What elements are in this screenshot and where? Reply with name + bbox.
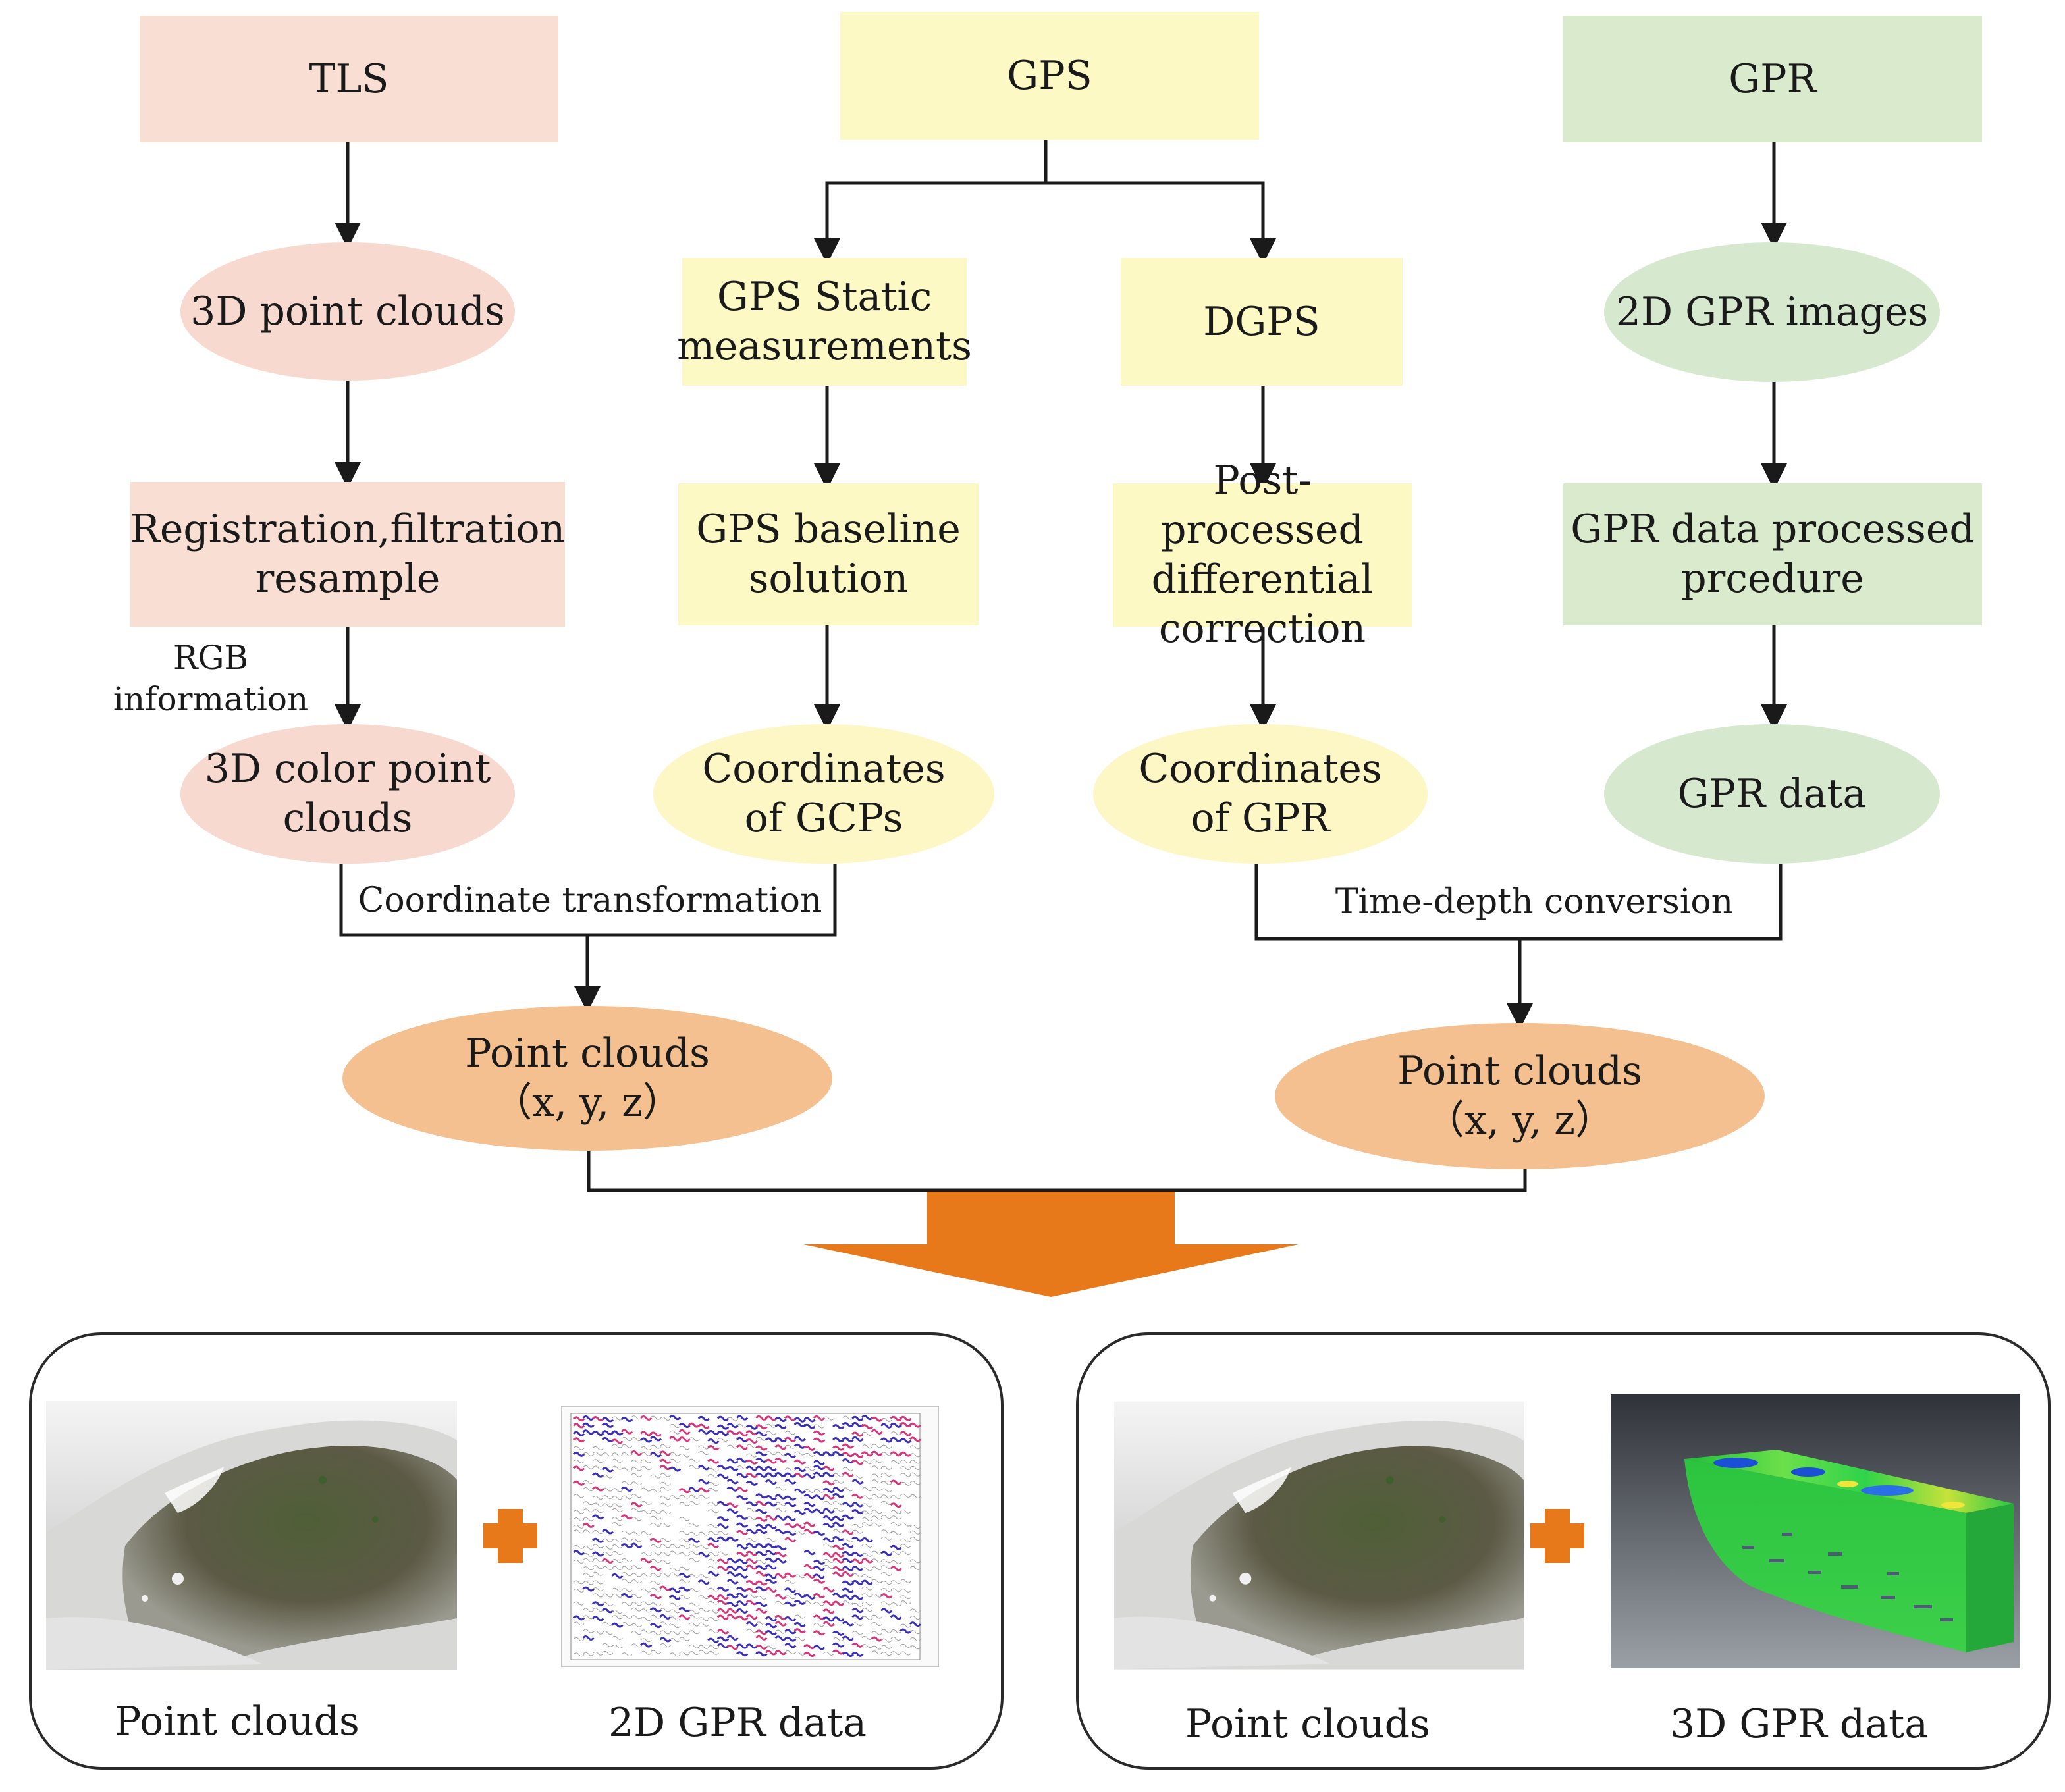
coordinate-transformation-label: Coordinate transformation bbox=[358, 881, 822, 920]
point-clouds-xyz-left: Point clouds （x, y, z） bbox=[342, 1006, 832, 1151]
point-clouds-xyz-right: Point clouds （x, y, z） bbox=[1275, 1023, 1765, 1169]
rgb-information-label: RGB information bbox=[113, 639, 309, 718]
point-cloud-render-thumbnail-right bbox=[1114, 1401, 1524, 1670]
time-depth-conversion-label: Time-depth conversion bbox=[1335, 882, 1734, 922]
dgps-node: DGPS bbox=[1121, 258, 1403, 386]
line-gps-split-right bbox=[1046, 181, 1276, 265]
radargram-traces bbox=[572, 1415, 922, 1658]
tls-source-box: TLS bbox=[140, 16, 558, 142]
gps-source-box: GPS bbox=[840, 12, 1259, 140]
gpr-2d-profile-thumbnail bbox=[561, 1406, 939, 1667]
tls-processing-node: Registration,filtration resample bbox=[130, 482, 565, 627]
gps-static-node: GPS Static measurements bbox=[677, 258, 972, 386]
gpr-data-node: GPR data bbox=[1604, 724, 1940, 864]
dgps-correction-node: Post-processed differential correction bbox=[1113, 458, 1412, 652]
plus-icon-left bbox=[483, 1509, 537, 1563]
caption-point-clouds-left: Point clouds bbox=[115, 1699, 360, 1745]
plus-icon-right bbox=[1530, 1509, 1584, 1563]
point-cloud-render-thumbnail bbox=[46, 1401, 457, 1670]
gpr-3d-volume-thumbnail bbox=[1611, 1394, 2020, 1668]
gpr-coordinates-node: Coordinates of GPR bbox=[1093, 724, 1428, 864]
big-down-arrow-icon bbox=[803, 1192, 1299, 1297]
gpr-source-box: GPR bbox=[1563, 16, 1982, 142]
line-bottom-join bbox=[587, 1151, 1527, 1192]
line-gps-split bbox=[814, 140, 1048, 265]
gps-baseline-node: GPS baseline solution bbox=[678, 483, 979, 625]
caption-3d-gpr-data: 3D GPR data bbox=[1670, 1701, 1928, 1747]
tls-color-clouds-node: 3D color point clouds bbox=[180, 724, 515, 864]
caption-2d-gpr-data: 2D GPR data bbox=[608, 1700, 867, 1746]
gpr-procedure-node: GPR data processed prcedure bbox=[1563, 483, 1982, 625]
tls-point-clouds-node: 3D point clouds bbox=[180, 242, 515, 381]
gcps-coordinates-node: Coordinates of GCPs bbox=[653, 724, 994, 864]
gpr-images-node: 2D GPR images bbox=[1604, 242, 1940, 382]
caption-point-clouds-right: Point clouds bbox=[1185, 1701, 1430, 1747]
